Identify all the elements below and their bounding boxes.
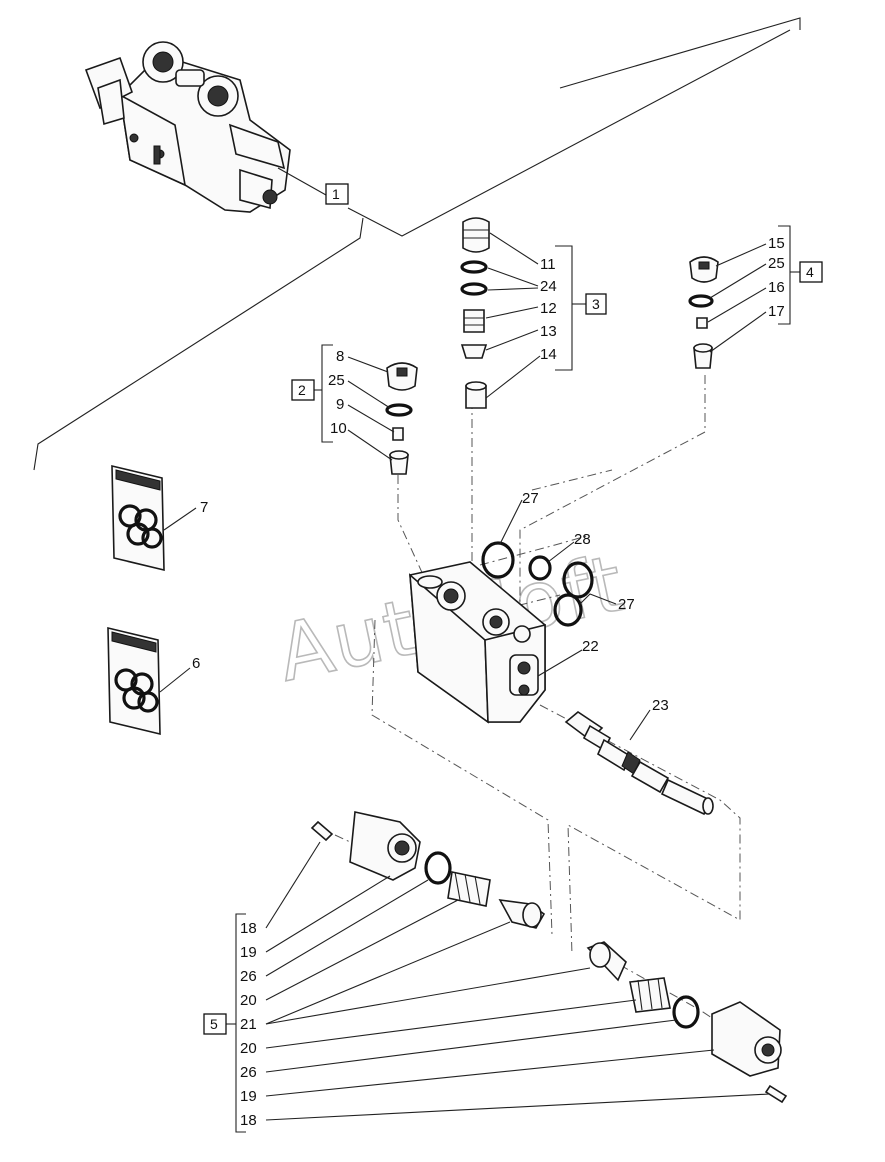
- callout-27-right: 27: [618, 596, 635, 613]
- group-3-item-11: 11: [540, 256, 556, 273]
- callout-6: 6: [192, 655, 200, 672]
- group-3-item-12: 12: [540, 300, 557, 317]
- group-3-leaders: [485, 232, 607, 399]
- group-5-item-21: 21: [240, 1016, 257, 1033]
- group-4-leaders: [707, 225, 823, 353]
- callout-7: 7: [200, 499, 208, 516]
- group-2-item-9: 9: [336, 396, 344, 413]
- group-4-item-25: 25: [768, 255, 785, 272]
- callout-22: 22: [582, 638, 599, 655]
- group-2-parts: [385, 362, 418, 475]
- lower-spring-cap-group: [586, 941, 788, 1104]
- group-2-item-25: 25: [328, 372, 345, 389]
- group-4-label: 4: [806, 264, 814, 280]
- group-5-item-18b: 18: [240, 1112, 257, 1129]
- group-5-item-26a: 26: [240, 968, 257, 985]
- group-5-item-19b: 19: [240, 1088, 257, 1105]
- spool: [564, 709, 714, 816]
- section-cut-lines: [33, 17, 801, 471]
- body-o-rings: [481, 499, 617, 627]
- seal-kit-bag-7: [111, 464, 197, 572]
- group-2-item-10: 10: [330, 420, 347, 437]
- group-4-parts: [688, 256, 719, 369]
- valve-body-section: [409, 561, 583, 724]
- group-1-callout: 1: [277, 167, 349, 205]
- group-2-label: 2: [298, 382, 306, 398]
- group-1-label: 1: [332, 186, 340, 202]
- callout-28: 28: [574, 531, 591, 548]
- callout-23: 23: [652, 697, 669, 714]
- upper-spring-cap-group: [310, 811, 546, 929]
- group-5-item-18a: 18: [240, 920, 257, 937]
- control-valve-assembly: [84, 41, 291, 213]
- group-3-item-13: 13: [540, 323, 557, 340]
- group-4-item-16: 16: [768, 279, 785, 296]
- group-4-item-17: 17: [768, 303, 785, 320]
- group-3-item-14: 14: [540, 346, 557, 363]
- group-3-label: 3: [592, 296, 600, 312]
- group-2-item-8: 8: [336, 348, 344, 365]
- group-5-item-20a: 20: [240, 992, 257, 1009]
- assembly-centerlines: [334, 375, 761, 1051]
- group-5-item-20b: 20: [240, 1040, 257, 1057]
- group-3-item-24: 24: [540, 278, 557, 295]
- group-5-item-26b: 26: [240, 1064, 257, 1081]
- group-5-item-19a: 19: [240, 944, 257, 961]
- group-2-leaders: [291, 344, 395, 461]
- group-5-label: 5: [210, 1016, 218, 1032]
- group-3-parts: [460, 217, 490, 409]
- seal-kit-bag-6: [107, 626, 191, 736]
- group-4-item-15: 15: [768, 235, 785, 252]
- callout-27-top: 27: [522, 490, 539, 507]
- group-5-leaders: [203, 841, 771, 1133]
